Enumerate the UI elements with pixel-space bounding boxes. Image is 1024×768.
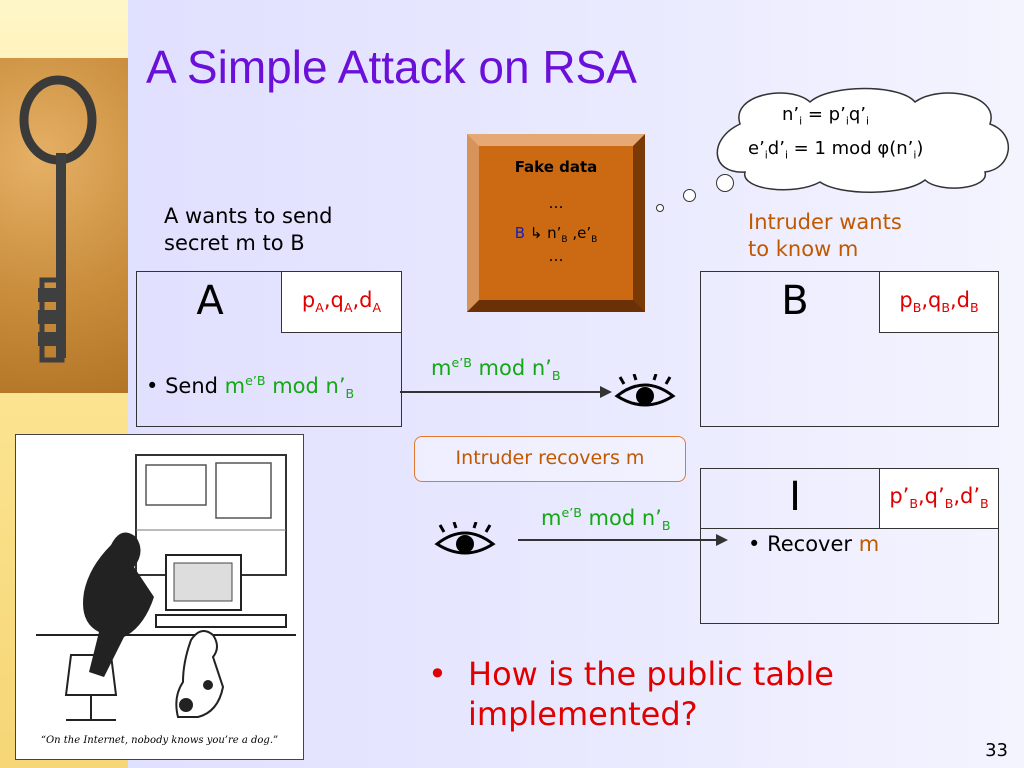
thought-bubble-large <box>716 174 734 192</box>
fake-data-ellipsis-bottom: … <box>548 247 564 265</box>
party-b-keys: pB,qB,dB <box>879 271 999 333</box>
key-photo <box>0 58 128 393</box>
thought-bubble-small <box>656 204 664 212</box>
arrow-eye-to-i <box>518 534 728 546</box>
party-i-recover: • Recover m <box>748 532 880 556</box>
eye-icon <box>614 374 676 407</box>
party-a-box <box>136 271 402 427</box>
arrow-bottom-label: me’B mod n’B <box>541 505 671 534</box>
caption-a: A wants to send secret m to B <box>164 204 333 255</box>
thought-bubble-medium <box>683 189 696 202</box>
party-b-letter: B <box>781 278 809 324</box>
dog-at-computer-illustration <box>36 454 296 721</box>
cloud-line-2: e’id’i = 1 mod φ(n’i) <box>748 138 924 162</box>
intruder-recovers-box: Intruder recovers m <box>414 436 686 482</box>
cartoon-caption: “On the Internet, nobody knows you’re a … <box>40 735 279 746</box>
arrow-a-to-eye <box>400 386 612 398</box>
party-b-box <box>700 271 999 427</box>
page-number: 33 <box>985 740 1008 761</box>
eye-icon-intruder <box>434 522 496 555</box>
party-a-letter: A <box>196 278 224 324</box>
party-a-send: • Send me’B mod n’B <box>146 373 355 402</box>
cloud-line-1: n’i = p’iq’i <box>782 104 869 128</box>
fake-data-ellipsis-top: … <box>548 194 564 212</box>
question-text: How is the public table implemented? <box>468 655 834 733</box>
thought-cloud <box>716 87 1009 193</box>
party-i-keys: p’B,q’B,d’B <box>879 468 999 529</box>
dog-cartoon: “On the Internet, nobody knows you’re a … <box>15 434 304 760</box>
party-a-keys: pA,qA,dA <box>281 271 402 333</box>
question-bullet: • <box>428 655 447 693</box>
fake-data-title: Fake data <box>514 158 598 176</box>
party-i-box <box>700 468 999 624</box>
fake-data-box: Fake data … B ↳ n’B ,e’B … <box>467 134 645 312</box>
key-icon <box>19 75 97 363</box>
fake-data-entry: B ↳ n’B ,e’B <box>514 224 598 245</box>
party-i-divider <box>700 528 999 529</box>
slide-title: A Simple Attack on RSA <box>146 41 637 93</box>
caption-intruder: Intruder wants to know m <box>748 210 902 261</box>
party-i-letter: I <box>789 474 801 520</box>
fake-data-content: Fake data … B ↳ n’B ,e’B … <box>479 146 633 300</box>
arrow-top-label: me’B mod n’B <box>431 355 561 384</box>
